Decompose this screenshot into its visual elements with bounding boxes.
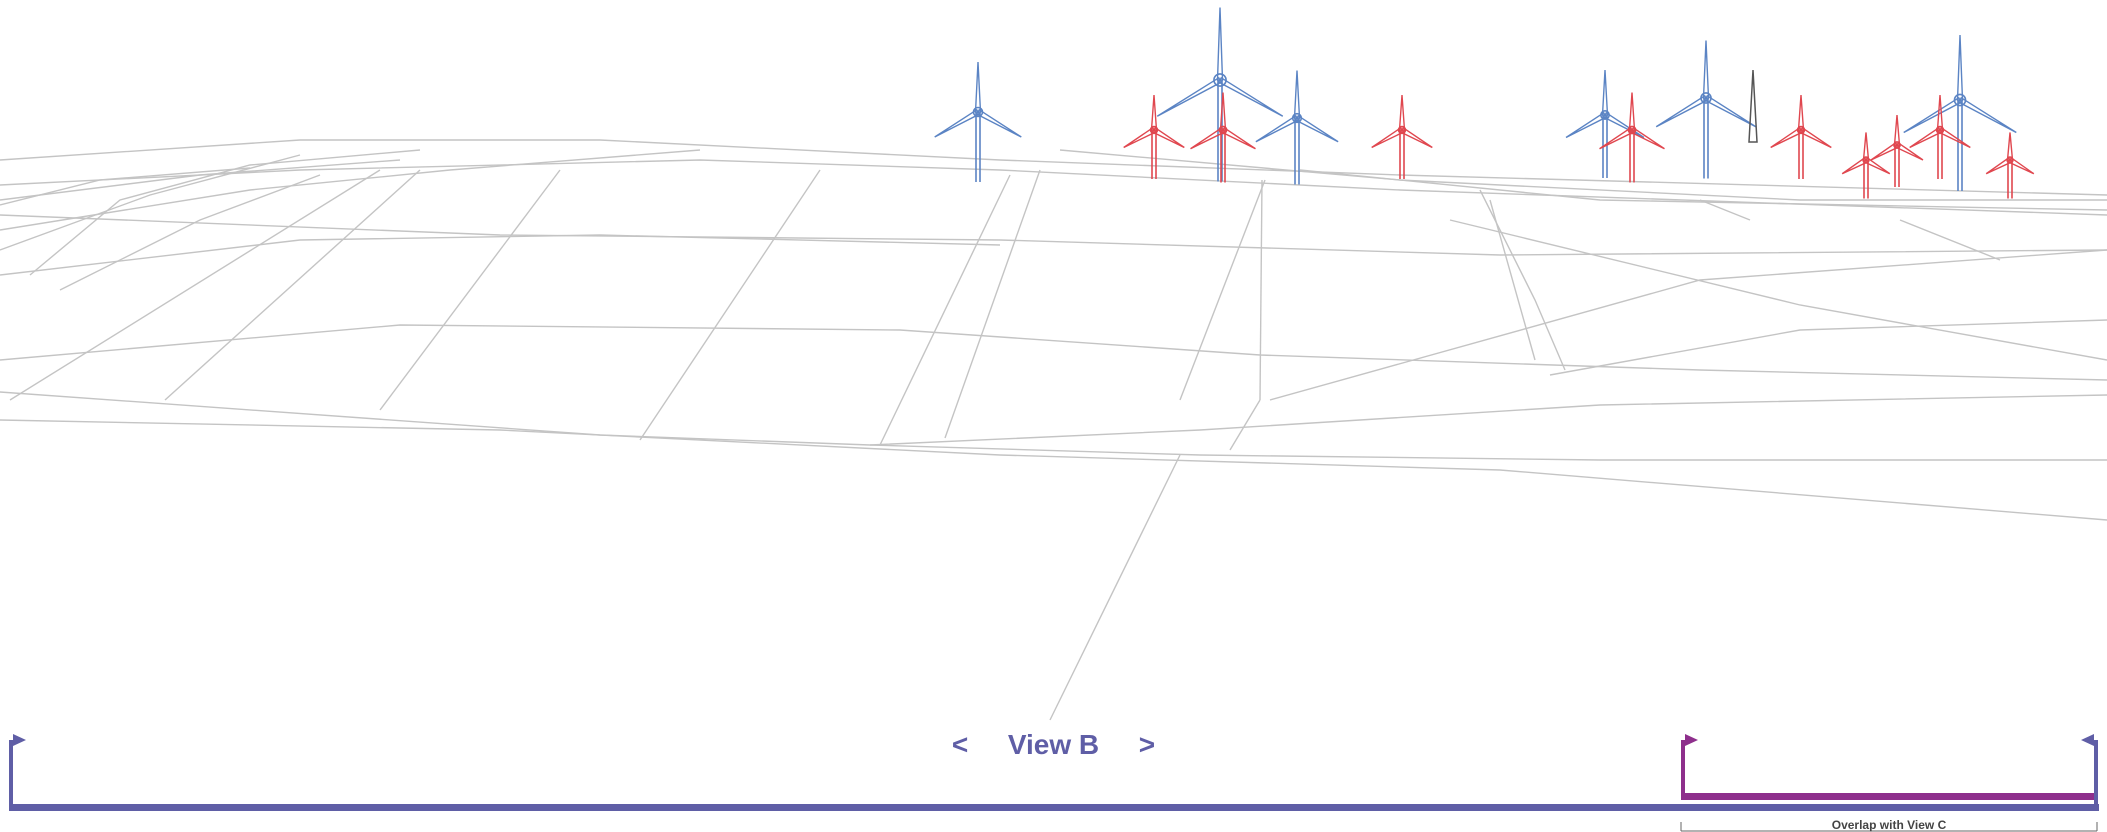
view-c-left-post [1681, 740, 1685, 800]
terrain-line [1489, 199, 1536, 361]
terrain-line [1259, 179, 1263, 401]
turbine-red [1770, 94, 1832, 179]
terrain-line [1229, 399, 1261, 451]
terrain-line [59, 174, 321, 291]
terrain-line [639, 169, 821, 441]
turbine-blue [1903, 34, 2017, 191]
terrain-line [0, 214, 2107, 256]
view-c-bar [1681, 793, 2094, 800]
terrain-line [944, 169, 1041, 439]
turbine-red [1985, 132, 2035, 199]
view-c-left-flag [1685, 734, 1698, 746]
terrain-line [1699, 199, 1751, 221]
turbine-blue [1655, 40, 1757, 179]
terrain-line [879, 174, 1011, 446]
turbine-red [1870, 114, 1924, 187]
terrain-line [1899, 219, 2001, 261]
terrain-line [164, 169, 421, 401]
turbine-dark [1748, 69, 1758, 143]
turbine-blue [1565, 69, 1645, 178]
terrain-line [1179, 179, 1266, 401]
terrain-line [1449, 219, 2107, 361]
terrain-line [29, 149, 421, 276]
turbine-red [1190, 92, 1256, 183]
view-b-right-post [2094, 740, 2098, 810]
terrain-line [379, 169, 561, 411]
view-title: View B [1007, 729, 1100, 760]
terrain-line [0, 159, 2107, 216]
terrain-line [0, 234, 1001, 276]
overlap-measure-line [1680, 822, 2098, 832]
turbine-blue [934, 61, 1022, 182]
view-c-overlap-bracket [1681, 734, 2094, 800]
prev-view-arrow[interactable]: < [951, 729, 969, 760]
overlap-label: Overlap with View C [1831, 818, 1947, 832]
turbine-blue [1255, 70, 1339, 185]
terrain-line [0, 167, 251, 206]
turbine-red [1123, 94, 1185, 179]
terrain-line [1059, 149, 2107, 201]
turbine-red [1371, 94, 1433, 179]
terrain-line [0, 154, 301, 251]
terrain-line [1549, 319, 2107, 376]
view-b-right-flag [2081, 734, 2094, 746]
terrain-line [0, 324, 2107, 381]
turbine-red [1909, 94, 1971, 179]
turbine-blue [1156, 7, 1284, 182]
view-b-left-post [9, 740, 13, 810]
turbine-red [1599, 92, 1665, 183]
terrain-line [0, 391, 2107, 461]
terrain-line [0, 149, 701, 231]
terrain-line [0, 159, 401, 201]
next-view-arrow[interactable]: > [1138, 729, 1156, 760]
terrain-line [0, 139, 2107, 196]
view-b-bar [9, 804, 2099, 811]
terrain-line [869, 394, 2107, 446]
wind-turbines [934, 7, 2035, 199]
view-b-left-flag [13, 734, 26, 746]
view-b-bracket [9, 734, 2099, 811]
terrain-line [1049, 454, 1181, 721]
view-b-label: < View B > [0, 729, 2107, 761]
terrain-line [0, 419, 2107, 521]
turbine-red [1841, 132, 1891, 199]
terrain-line [1479, 189, 1566, 371]
terrain-wireframe [0, 139, 2107, 721]
terrain-line [9, 169, 381, 401]
